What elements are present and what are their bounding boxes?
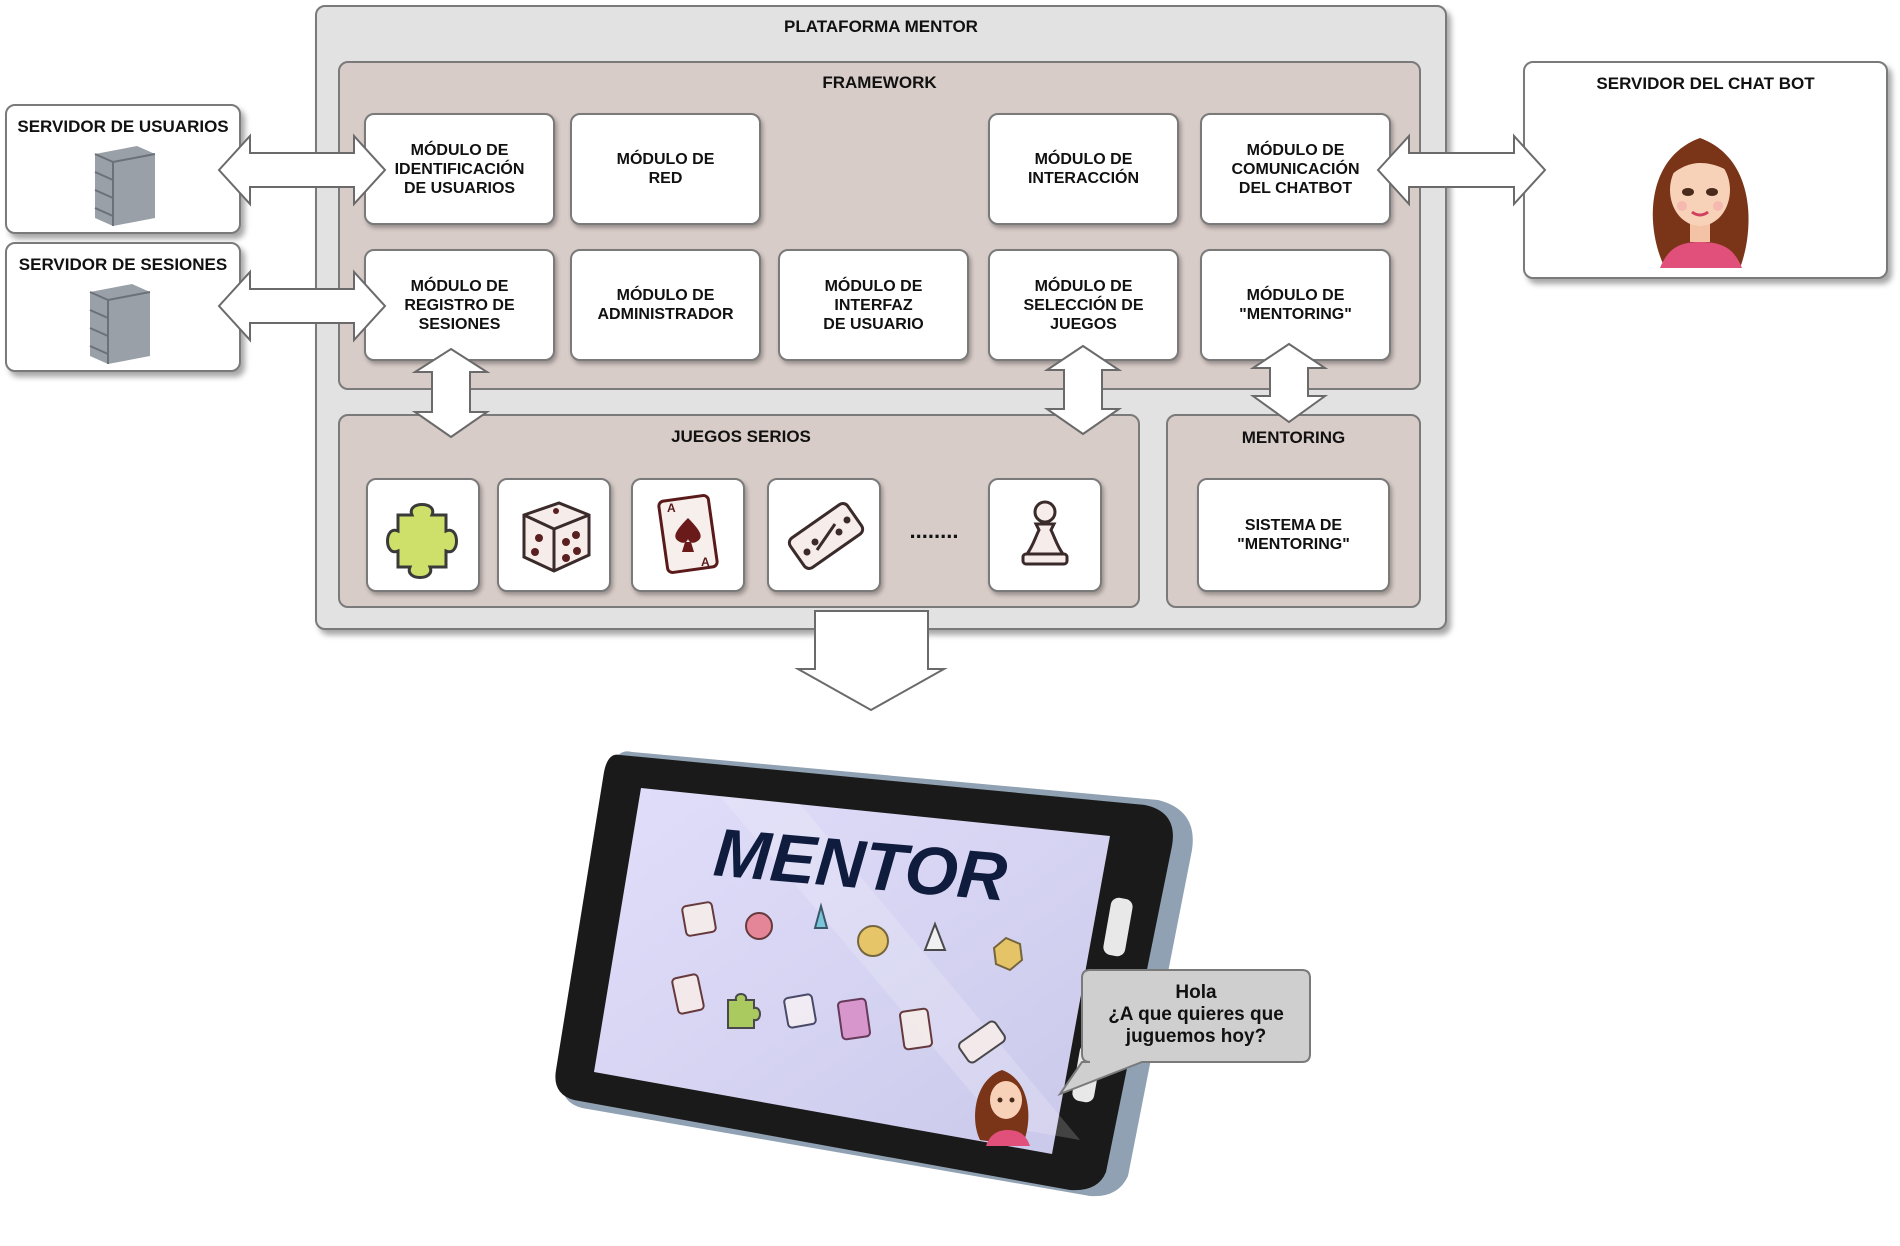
- tablet-device: [555, 751, 1193, 1197]
- puzzle-piece-icon: [386, 503, 458, 579]
- game-tile-cards: A A: [631, 478, 745, 592]
- selection-games-arrow: [1043, 344, 1123, 436]
- domino-icon: [787, 502, 865, 570]
- users-server-title: SERVIDOR DE USUARIOS: [17, 117, 229, 136]
- users-server-arrow: [217, 133, 387, 207]
- platform-output-arrow: [794, 610, 948, 712]
- tablet-screen: [594, 788, 1110, 1154]
- module-administrator: MÓDULO DE ADMINISTRADOR: [570, 249, 761, 361]
- chatbot-server-arrow: [1376, 133, 1547, 207]
- registry-games-arrow: [411, 347, 491, 439]
- svg-text:A: A: [667, 501, 676, 515]
- ace-of-spades-icon: A A: [657, 494, 719, 574]
- sessions-server-title: SERVIDOR DE SESIONES: [18, 255, 228, 274]
- game-tile-chess: [988, 478, 1102, 592]
- platform-title: PLATAFORMA MENTOR: [784, 17, 978, 36]
- users-server-icon: [94, 146, 156, 226]
- framework-title: FRAMEWORK: [822, 73, 937, 92]
- module-game-selection: MÓDULO DE SELECCIÓN DE JUEGOS: [988, 249, 1179, 361]
- mentoring-arrow: [1249, 342, 1329, 424]
- mentoring-title: MENTORING: [1241, 428, 1346, 447]
- svg-text:A: A: [701, 555, 710, 569]
- screen-avatar-icon: [975, 1070, 1030, 1146]
- game-tile-domino: [767, 478, 881, 592]
- mentoring-system: SISTEMA DE "MENTORING": [1197, 478, 1390, 592]
- chatbot-avatar-icon: [1652, 138, 1749, 268]
- module-mentoring: MÓDULO DE "MENTORING": [1200, 249, 1391, 361]
- screen-game-icons: [671, 901, 1024, 1064]
- game-tile-dice: [497, 478, 611, 592]
- tablet-side-button: [1103, 897, 1133, 957]
- speech-bubble-text: Hola ¿A que quieres que juguemos hoy?: [1108, 982, 1284, 1047]
- game-tile-puzzle: [366, 478, 480, 592]
- chatbot-server-title: SERVIDOR DEL CHAT BOT: [1596, 74, 1815, 93]
- sessions-server-arrow: [217, 269, 387, 343]
- module-interaction: MÓDULO DE INTERACCIÓN: [988, 113, 1179, 225]
- more-games-ellipsis: ........: [909, 518, 959, 543]
- speech-bubble: [1057, 969, 1311, 1097]
- module-network: MÓDULO DE RED: [570, 113, 761, 225]
- dice-icon: [522, 501, 591, 573]
- pawn-icon: [1021, 500, 1069, 566]
- module-user-identification: MÓDULO DE IDENTIFICACIÓN DE USUARIOS: [364, 113, 555, 225]
- serious-games-title: JUEGOS SERIOS: [671, 427, 811, 446]
- module-user-interface: MÓDULO DE INTERFAZ DE USUARIO: [778, 249, 969, 361]
- sessions-server-icon: [89, 284, 151, 364]
